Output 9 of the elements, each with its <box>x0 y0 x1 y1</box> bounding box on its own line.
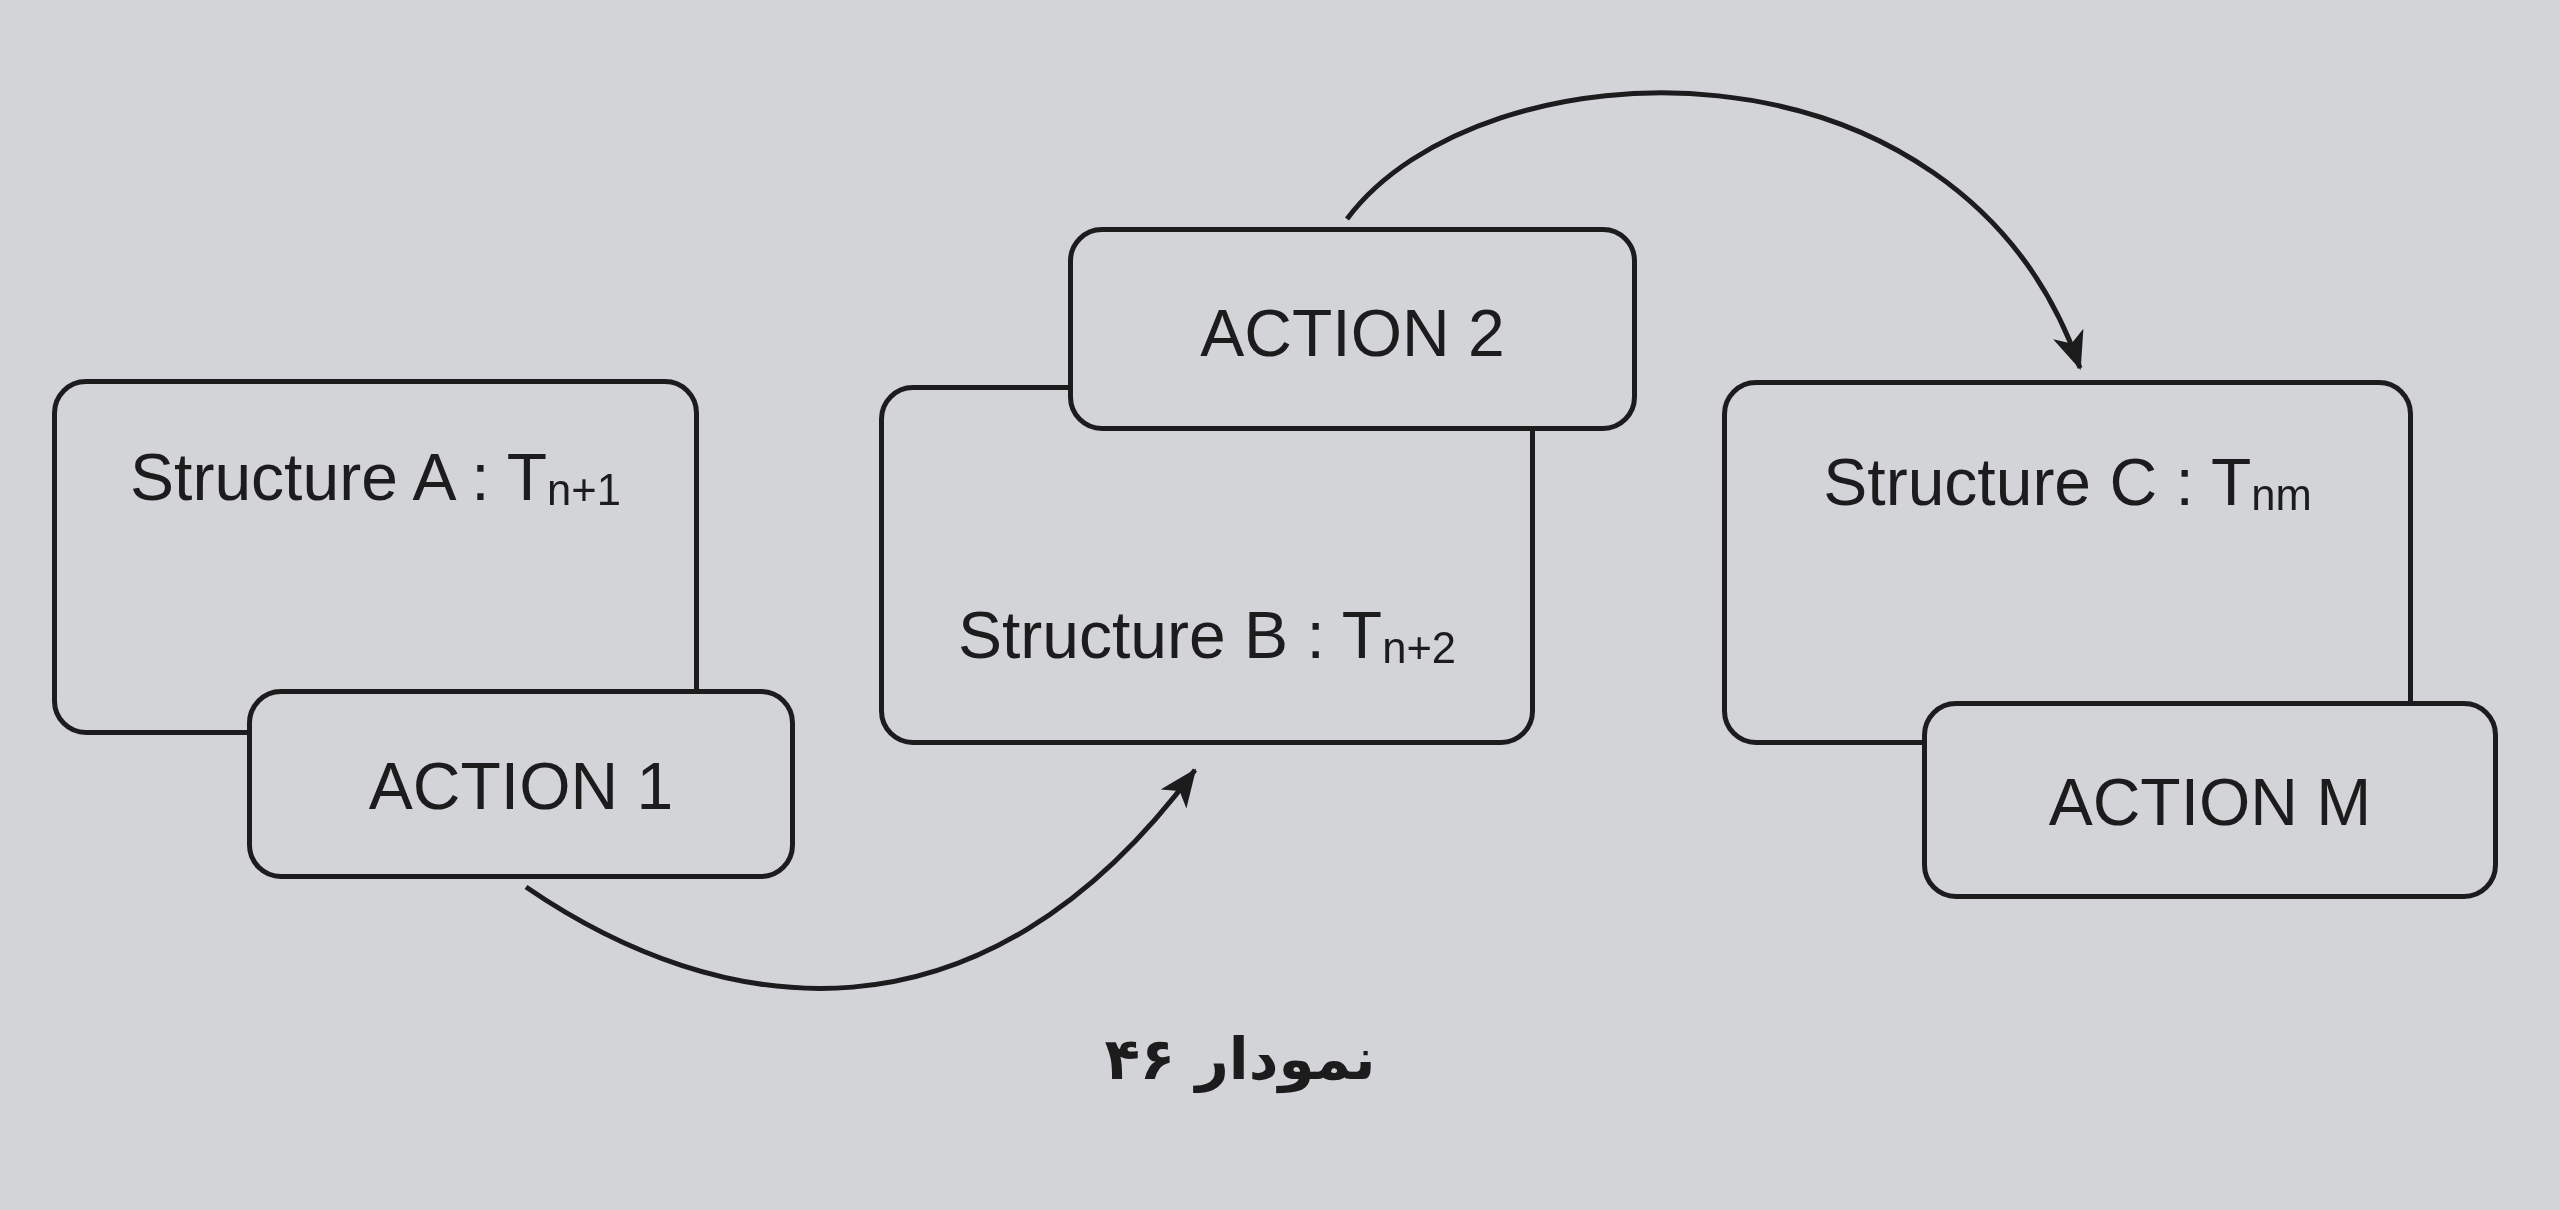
action-box: ACTION M <box>1922 701 2498 899</box>
curved-arrow <box>1345 90 2083 370</box>
structure-box: Structure B : T$_{n+2}$ <box>879 385 1535 745</box>
action-box: ACTION 2 <box>1068 227 1637 431</box>
curved-arrow <box>524 768 1197 991</box>
figure-caption: نمودار ۴۶ <box>1103 1024 1377 1096</box>
action-box: ACTION 1 <box>247 689 795 879</box>
structure-box: Structure C : T$_{nm}$ <box>1722 380 2413 745</box>
structure-box: Structure A : T$_{n+1}$ <box>52 379 699 735</box>
